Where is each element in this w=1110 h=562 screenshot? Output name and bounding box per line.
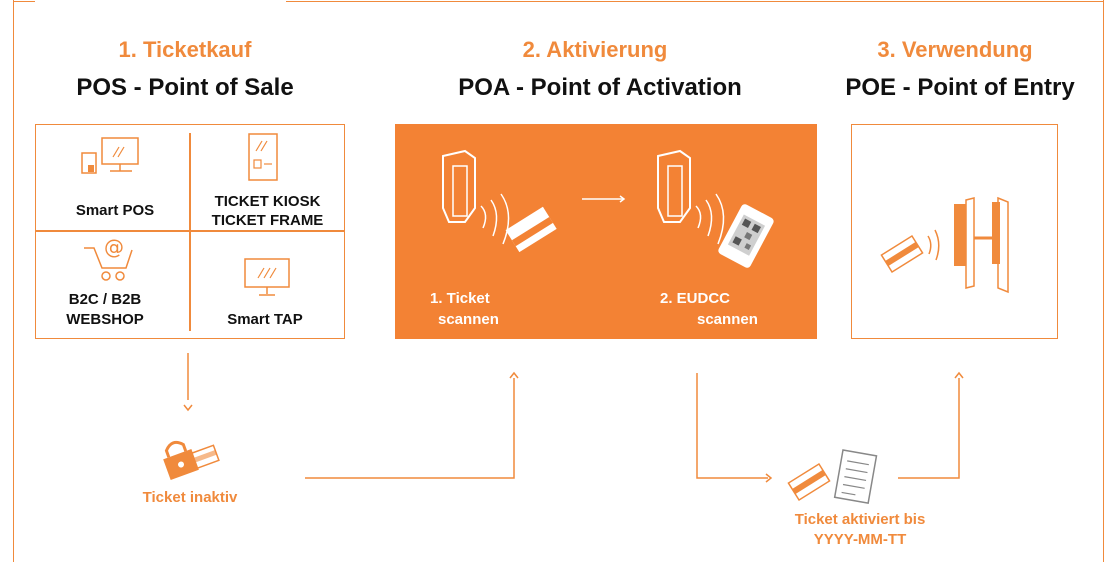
webshop-cart-icon: @ bbox=[84, 235, 133, 281]
scan1-label-1: 1. Ticket bbox=[430, 290, 490, 307]
scan2-label-2: scannen bbox=[697, 311, 758, 328]
pos-divider-vertical bbox=[189, 133, 191, 331]
scan2-label-1: 2. EUDCC bbox=[660, 290, 731, 307]
qr-phone-icon bbox=[718, 204, 774, 268]
step3-subtitle: POE - Point of Entry bbox=[845, 74, 1075, 101]
computer-icon bbox=[81, 137, 139, 174]
pos-divider-horizontal bbox=[36, 230, 344, 232]
frame-top-right bbox=[286, 1, 1104, 2]
kiosk-label-1: TICKET KIOSK bbox=[214, 193, 321, 210]
kiosk-icon bbox=[248, 133, 278, 181]
poa-inner-arrow bbox=[582, 195, 626, 203]
checklist-icon bbox=[787, 449, 878, 505]
step1-title: 1. Ticketkauf bbox=[118, 37, 252, 62]
scanner-icon-2 bbox=[657, 149, 774, 268]
ticket-icon bbox=[505, 206, 557, 253]
poe-ticket-icon bbox=[880, 234, 924, 274]
smart-tap-label: Smart TAP bbox=[227, 311, 303, 328]
step3-title: 3. Verwendung bbox=[877, 37, 1033, 62]
monitor-icon bbox=[244, 258, 290, 296]
frame-top-left bbox=[13, 1, 35, 2]
scan1-label-2: scannen bbox=[438, 311, 499, 328]
kiosk-label-2: TICKET FRAME bbox=[211, 212, 324, 229]
pos-box bbox=[35, 124, 345, 339]
ticket-activated-label-1: Ticket aktiviert bis bbox=[794, 511, 926, 528]
diagram-frame bbox=[13, 0, 1104, 562]
step1-subtitle: POS - Point of Sale bbox=[76, 74, 294, 101]
step2-subtitle: POA - Point of Activation bbox=[458, 74, 742, 101]
padlock-icon bbox=[163, 440, 220, 480]
scanner-icon bbox=[442, 149, 557, 253]
webshop-label-1: B2C / B2B bbox=[68, 291, 142, 308]
webshop-label-2: WEBSHOP bbox=[66, 311, 144, 328]
step2-title: 2. Aktivierung bbox=[522, 37, 668, 62]
svg-text:@: @ bbox=[104, 235, 124, 259]
gate-icon bbox=[880, 196, 1009, 294]
smart-pos-label: Smart POS bbox=[75, 202, 155, 219]
ticket-inactive-label: Ticket inaktiv bbox=[142, 489, 238, 506]
ticket-activated-label-2: YYYY-MM-TT bbox=[813, 531, 907, 548]
